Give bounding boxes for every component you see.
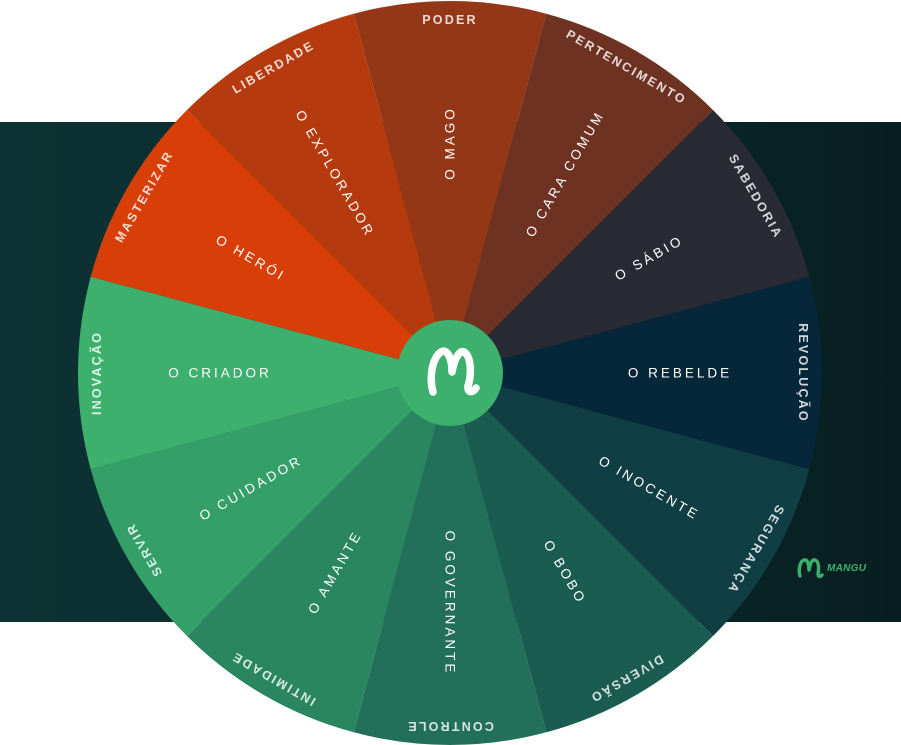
archetype-label: O CRIADOR — [168, 366, 272, 381]
brand-name: MANGU — [827, 562, 867, 574]
wheel-segments — [78, 1, 822, 745]
mangu-m-icon — [797, 558, 824, 579]
segment-7[interactable] — [353, 373, 547, 745]
segment-8[interactable] — [187, 373, 450, 733]
archetype-label: O GOVERNANTE — [443, 531, 458, 676]
segment-6[interactable] — [450, 373, 713, 733]
value-label: CONTROLE — [406, 719, 494, 733]
segment-12[interactable] — [187, 13, 450, 373]
segment-3[interactable] — [450, 110, 810, 373]
segment-2[interactable] — [450, 13, 713, 373]
segment-9[interactable] — [90, 373, 450, 636]
value-label: INOVAÇÃO — [89, 331, 104, 415]
archetype-label: O REBELDE — [628, 366, 732, 381]
segment-4[interactable] — [450, 276, 822, 470]
m-logo-icon — [427, 347, 480, 396]
archetype-label: O MAGO — [443, 106, 458, 180]
segment-5[interactable] — [450, 373, 810, 636]
value-label: PODER — [422, 13, 477, 27]
segment-11[interactable] — [90, 110, 450, 373]
brand-logo: MANGU — [796, 556, 866, 580]
center-logo[interactable] — [397, 320, 503, 426]
value-label: REVOLUÇÃO — [796, 323, 811, 423]
segment-10[interactable] — [78, 276, 450, 470]
segment-1[interactable] — [353, 1, 547, 373]
